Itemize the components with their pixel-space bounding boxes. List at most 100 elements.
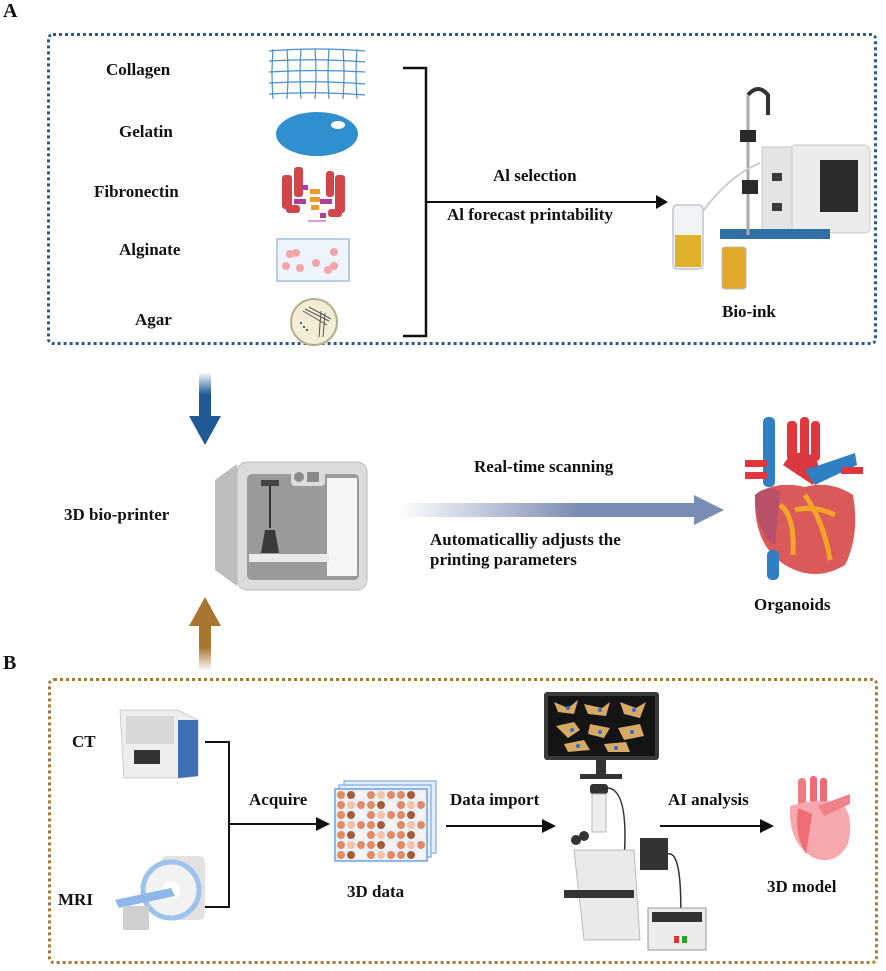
- plate-well: [387, 841, 395, 849]
- plate-well: [357, 801, 365, 809]
- ai-analysis-arrow: [660, 819, 774, 833]
- plate-well: [407, 791, 415, 799]
- agar-petri-dish-icon: [290, 298, 338, 346]
- plate-well: [387, 851, 395, 859]
- plate-well: [417, 821, 425, 829]
- up-arrow-icon: [189, 597, 221, 671]
- bioreactor-icon: [672, 87, 871, 290]
- acquire-label: Acquire: [249, 790, 308, 809]
- plate-well: [407, 831, 415, 839]
- panel-letter-a: A: [3, 0, 18, 22]
- down-arrow-icon: [189, 372, 221, 445]
- microscope-monitor-icon: [544, 692, 707, 951]
- plate-well: [367, 791, 375, 799]
- auto-adjust-label-line1: Automaticalliy adjusts the: [430, 530, 621, 549]
- plate-well: [357, 811, 365, 819]
- plate-well: [387, 791, 395, 799]
- plate-well: [357, 841, 365, 849]
- material-label-fibronectin: Fibronectin: [94, 182, 179, 201]
- plate-well: [337, 801, 345, 809]
- plate-well: [387, 801, 395, 809]
- acquire-bracket: [205, 741, 330, 908]
- plate-well: [367, 821, 375, 829]
- auto-adjust-label-line2: printing parameters: [430, 550, 577, 569]
- data-import-label: Data import: [450, 790, 540, 809]
- plate-well: [387, 821, 395, 829]
- plate-well: [397, 841, 405, 849]
- ai-forecast-label: Al forecast printability: [447, 205, 613, 224]
- plate-well: [377, 791, 385, 799]
- fibronectin-protein-icon: [282, 167, 345, 222]
- plate-well: [357, 851, 365, 859]
- gelatin-drop-icon: [276, 112, 358, 156]
- plate-well: [397, 851, 405, 859]
- ct-scanner-icon: [119, 709, 199, 779]
- plate-well: [337, 821, 345, 829]
- real-time-scanning-label: Real-time scanning: [474, 457, 614, 476]
- collagen-mesh-icon: [268, 48, 366, 100]
- plate-well: [417, 831, 425, 839]
- plate-well: [357, 821, 365, 829]
- selection-bracket: [403, 66, 668, 338]
- plate-well: [387, 831, 395, 839]
- material-label-collagen: Collagen: [106, 60, 171, 79]
- plate-well: [337, 851, 345, 859]
- plate-well: [407, 821, 415, 829]
- plate-well: [397, 801, 405, 809]
- 3d-data-label: 3D data: [347, 882, 405, 901]
- plate-well: [347, 801, 355, 809]
- plate-well: [337, 841, 345, 849]
- plate-well: [387, 811, 395, 819]
- 3d-model-heart-icon: [789, 776, 851, 861]
- plate-well: [377, 801, 385, 809]
- plate-well: [377, 811, 385, 819]
- plate-well: [367, 831, 375, 839]
- plate-well: [417, 801, 425, 809]
- plate-well: [377, 841, 385, 849]
- panel-b-box: [48, 678, 878, 964]
- plate-well: [347, 811, 355, 819]
- plate-well: [357, 791, 365, 799]
- mri-scanner-icon: [115, 856, 205, 930]
- plate-well: [347, 851, 355, 859]
- bio-printer-icon: [215, 461, 368, 591]
- plate-well: [377, 821, 385, 829]
- panel-a-box: [47, 33, 877, 345]
- bio-ink-label: Bio-ink: [722, 302, 776, 321]
- alginate-dish-icon: [276, 238, 350, 282]
- panel-letter-b: B: [3, 652, 17, 674]
- plate-well: [417, 851, 425, 859]
- plate-well: [407, 851, 415, 859]
- ct-label: CT: [72, 732, 96, 751]
- plate-well: [397, 831, 405, 839]
- material-label-alginate: Alginate: [119, 240, 181, 259]
- mri-label: MRI: [58, 890, 93, 909]
- plate-well: [337, 791, 345, 799]
- bio-printer-label: 3D bio-printer: [64, 505, 170, 524]
- plate-well: [337, 811, 345, 819]
- 3d-data-plate-icon: [334, 780, 437, 862]
- plate-well: [347, 821, 355, 829]
- heart-organoid-icon: [745, 417, 863, 580]
- plate-well: [367, 811, 375, 819]
- plate-well: [377, 831, 385, 839]
- plate-well: [367, 851, 375, 859]
- plate-well: [407, 811, 415, 819]
- plate-well: [337, 831, 345, 839]
- ai-analysis-label: AI analysis: [668, 790, 749, 809]
- ai-selection-label: Al selection: [493, 166, 577, 185]
- plate-well: [347, 791, 355, 799]
- plate-well: [347, 831, 355, 839]
- data-import-arrow: [446, 819, 556, 833]
- plate-well: [417, 811, 425, 819]
- plate-well: [407, 841, 415, 849]
- plate-well: [397, 821, 405, 829]
- plate-well: [367, 801, 375, 809]
- material-label-gelatin: Gelatin: [119, 122, 173, 141]
- plate-well: [367, 841, 375, 849]
- plate-well: [347, 841, 355, 849]
- 3d-model-label: 3D model: [767, 877, 837, 896]
- organoids-label: Organoids: [754, 595, 831, 614]
- plate-well: [397, 811, 405, 819]
- material-label-agar: Agar: [135, 310, 172, 329]
